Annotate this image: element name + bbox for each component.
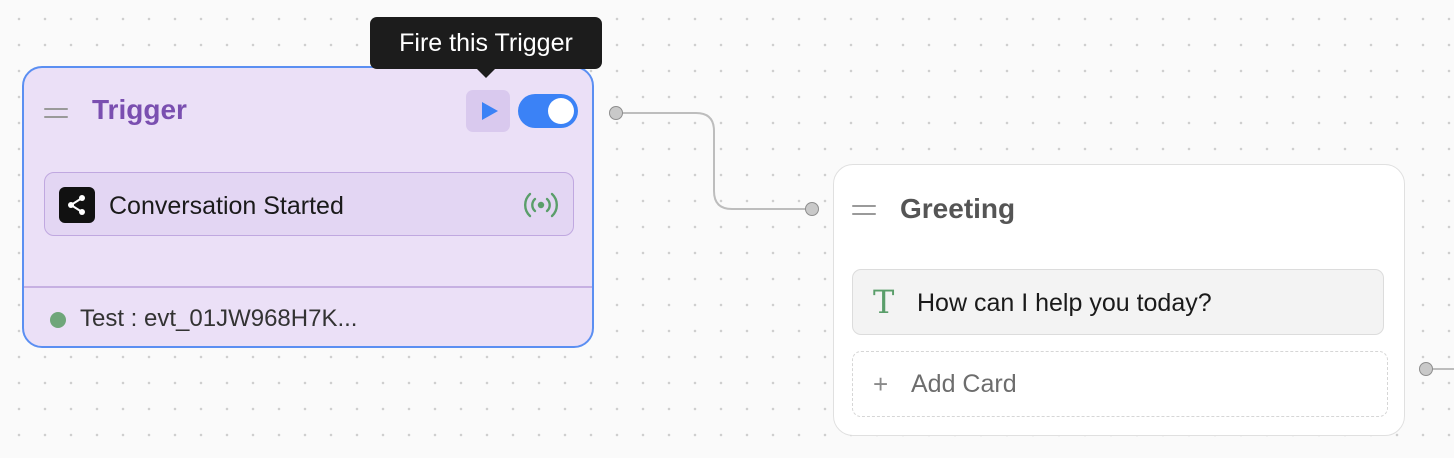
drag-handle-icon[interactable] [44, 108, 68, 118]
share-icon [59, 187, 95, 223]
greeting-input-handle[interactable] [805, 202, 819, 216]
plus-icon: + [873, 369, 889, 399]
drag-handle-icon[interactable] [852, 205, 876, 215]
greeting-node[interactable]: Greeting T How can I help you today? + A… [833, 164, 1405, 436]
fire-trigger-button[interactable] [466, 90, 510, 132]
toggle-knob [548, 98, 574, 124]
greeting-output-handle[interactable] [1419, 362, 1433, 376]
trigger-enabled-toggle[interactable] [518, 94, 578, 128]
fire-trigger-tooltip: Fire this Trigger [370, 17, 602, 69]
trigger-node-header: Trigger [24, 68, 592, 158]
trigger-event-chip[interactable]: Conversation Started [44, 172, 574, 236]
trigger-node[interactable]: Trigger Conversation Started [22, 66, 594, 348]
trigger-event-label: Conversation Started [109, 192, 344, 220]
tooltip-arrow [476, 68, 496, 78]
play-icon [482, 102, 498, 120]
trigger-to-greeting-edge [616, 112, 812, 210]
trigger-output-handle[interactable] [609, 106, 623, 120]
test-event-label: Test : evt_01JW968H7K... [80, 305, 358, 332]
text-icon: T [873, 283, 895, 321]
add-card-button[interactable]: + Add Card [852, 351, 1388, 417]
add-card-label: Add Card [911, 370, 1017, 398]
trigger-divider [24, 286, 592, 288]
trigger-node-title: Trigger [92, 94, 187, 125]
broadcast-icon [523, 191, 559, 224]
text-card-content: How can I help you today? [917, 289, 1212, 317]
text-card[interactable]: T How can I help you today? [852, 269, 1384, 335]
status-dot [50, 312, 66, 328]
greeting-node-title: Greeting [900, 193, 1016, 224]
